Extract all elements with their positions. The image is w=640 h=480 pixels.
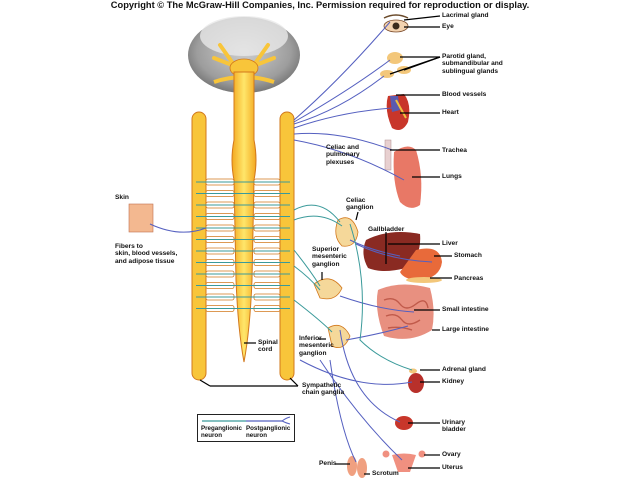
label-small-intestine: Small intestine — [442, 306, 489, 313]
label-sympathetic-chain-ganglia: Sympathetic chain ganglia — [302, 382, 345, 397]
brain — [188, 16, 300, 93]
spinal-cord — [231, 71, 257, 363]
label-superior-mesenteric-ganglion: Superior mesenteric ganglion — [312, 246, 347, 268]
liver-gallbladder — [363, 232, 421, 271]
legend: Preganglionic neuron Postganglionic neur… — [197, 414, 295, 442]
label-penis: Penis — [319, 460, 337, 467]
label-adrenal-gland: Adrenal gland — [442, 366, 486, 373]
copyright-notice: Copyright © The McGraw-Hill Companies, I… — [110, 0, 530, 10]
skin-block — [128, 203, 154, 233]
label-gallbladder: Gallbladder — [368, 226, 405, 233]
eye — [383, 14, 409, 33]
trachea-lungs — [384, 139, 422, 208]
uterus-ovaries — [382, 450, 426, 472]
label-salivary-glands: Parotid gland, submandibular and subling… — [442, 53, 503, 75]
salivary-glands — [380, 52, 411, 78]
label-kidney: Kidney — [442, 378, 464, 385]
spinal-nerve-rungs — [196, 178, 290, 312]
heart — [386, 94, 410, 130]
postganglionic-fibers — [149, 21, 433, 463]
celiac-ganglion — [335, 217, 359, 247]
label-liver: Liver — [442, 240, 458, 247]
label-stomach: Stomach — [454, 252, 482, 259]
sympathetic-chain-left — [191, 111, 207, 381]
label-pancreas: Pancreas — [454, 275, 484, 282]
label-skin-fibers: Fibers to skin, blood vessels, and adipo… — [115, 243, 178, 265]
penis-scrotum — [347, 456, 367, 478]
legend-postganglionic-label: Postganglionic neuron — [246, 425, 291, 439]
label-trachea: Trachea — [442, 147, 467, 154]
label-spinal-cord: Spinal cord — [258, 339, 278, 354]
superior-mesenteric-ganglion — [313, 278, 343, 300]
urinary-bladder — [395, 416, 413, 430]
label-skin: Skin — [115, 194, 129, 201]
label-large-intestine: Large intestine — [442, 326, 489, 333]
sympathetic-chain-right — [279, 111, 295, 381]
label-inferior-mesenteric-ganglion: Inferior mesenteric ganglion — [299, 335, 334, 357]
label-heart: Heart — [442, 109, 459, 116]
label-blood-vessels: Blood vessels — [442, 91, 487, 98]
label-uterus: Uterus — [442, 464, 463, 471]
label-celiac-ganglion: Celiac ganglion — [346, 197, 374, 212]
legend-preganglionic-label: Preganglionic neuron — [201, 425, 242, 439]
leader-lines — [199, 15, 452, 475]
adrenal-kidney — [408, 368, 424, 393]
label-ovary: Ovary — [442, 451, 461, 458]
label-lungs: Lungs — [442, 173, 462, 180]
label-lacrimal-gland: Lacrimal gland — [442, 12, 489, 19]
label-eye: Eye — [442, 23, 454, 30]
label-urinary-bladder: Urinary bladder — [442, 419, 466, 434]
legend-line-samples — [202, 416, 291, 425]
preganglionic-fibers — [293, 204, 413, 371]
label-celiac-pulmonary-plexuses: Celiac and pulmonary plexuses — [326, 144, 360, 166]
inferior-mesenteric-ganglion — [327, 324, 351, 349]
label-scrotum: Scrotum — [372, 470, 399, 477]
